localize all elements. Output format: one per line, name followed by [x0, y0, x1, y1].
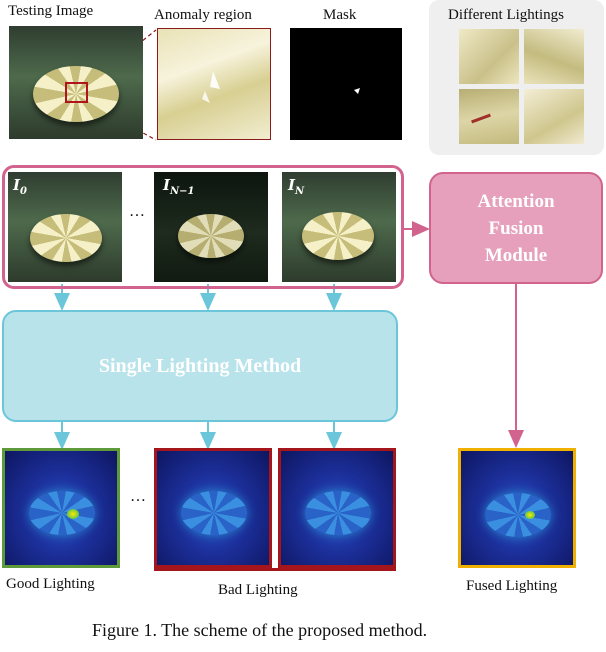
- output-fused-plate: [485, 493, 551, 537]
- single-lighting-method-label: Single Lighting Method: [98, 354, 302, 377]
- anomaly-marker-box: [65, 82, 88, 103]
- testing-image: [9, 26, 143, 139]
- mask-spot-icon: [354, 88, 360, 94]
- inputs-ellipsis: …: [129, 203, 145, 220]
- input-plate-i0: [30, 214, 102, 262]
- single-lighting-method-box: Single Lighting Method: [2, 310, 398, 422]
- lighting-thumb-2: [524, 29, 584, 84]
- lighting-thumb-3-defect: [471, 113, 491, 124]
- input-image-i0: [8, 172, 122, 282]
- fused-lighting-label: Fused Lighting: [466, 578, 558, 594]
- attention-fusion-line-2: Fusion: [488, 217, 544, 239]
- output-good-lighting: [2, 448, 120, 568]
- input-label-i0: I0: [13, 176, 27, 197]
- input-label-in1: IN−1: [163, 176, 195, 197]
- bad-lighting-label: Bad Lighting: [218, 582, 298, 598]
- testing-plate: [33, 66, 119, 122]
- attention-fusion-line-1: Attention: [477, 190, 555, 212]
- good-lighting-label: Good Lighting: [6, 576, 95, 592]
- mask-image: [290, 28, 402, 140]
- input-label-in: IN: [288, 176, 305, 197]
- output-bad1-plate: [181, 491, 247, 535]
- mask-label: Mask: [323, 7, 357, 23]
- input-image-in1: [154, 172, 268, 282]
- testing-image-label: Testing Image: [8, 3, 94, 19]
- input-image-in: [282, 172, 396, 282]
- output-good-hotspot: [67, 509, 79, 519]
- input-plate-in1: [178, 214, 244, 258]
- figure-caption: Figure 1. The scheme of the proposed met…: [92, 620, 428, 640]
- attention-fusion-module: Attention Fusion Module: [429, 172, 603, 284]
- output-bad-lighting-2: [278, 448, 396, 568]
- lighting-thumb-4: [524, 89, 584, 144]
- output-good-plate: [29, 491, 95, 535]
- output-bad2-plate: [305, 491, 371, 535]
- anomaly-region-label: Anomaly region: [154, 7, 252, 23]
- output-bad-lighting-1: [154, 448, 272, 568]
- bad-lighting-underline: [154, 568, 396, 571]
- different-lightings-label: Different Lightings: [448, 7, 564, 23]
- output-fused-hotspot: [525, 511, 535, 519]
- outputs-ellipsis: …: [130, 488, 146, 505]
- output-fused-lighting: [458, 448, 576, 568]
- attention-fusion-line-3: Module: [484, 244, 548, 266]
- input-images-box: [2, 165, 404, 289]
- anomaly-defect-icon: [202, 71, 220, 103]
- lighting-thumb-1: [459, 29, 519, 84]
- lighting-thumb-3: [459, 89, 519, 144]
- input-plate-in: [302, 212, 374, 260]
- anomaly-region-crop: [157, 28, 271, 140]
